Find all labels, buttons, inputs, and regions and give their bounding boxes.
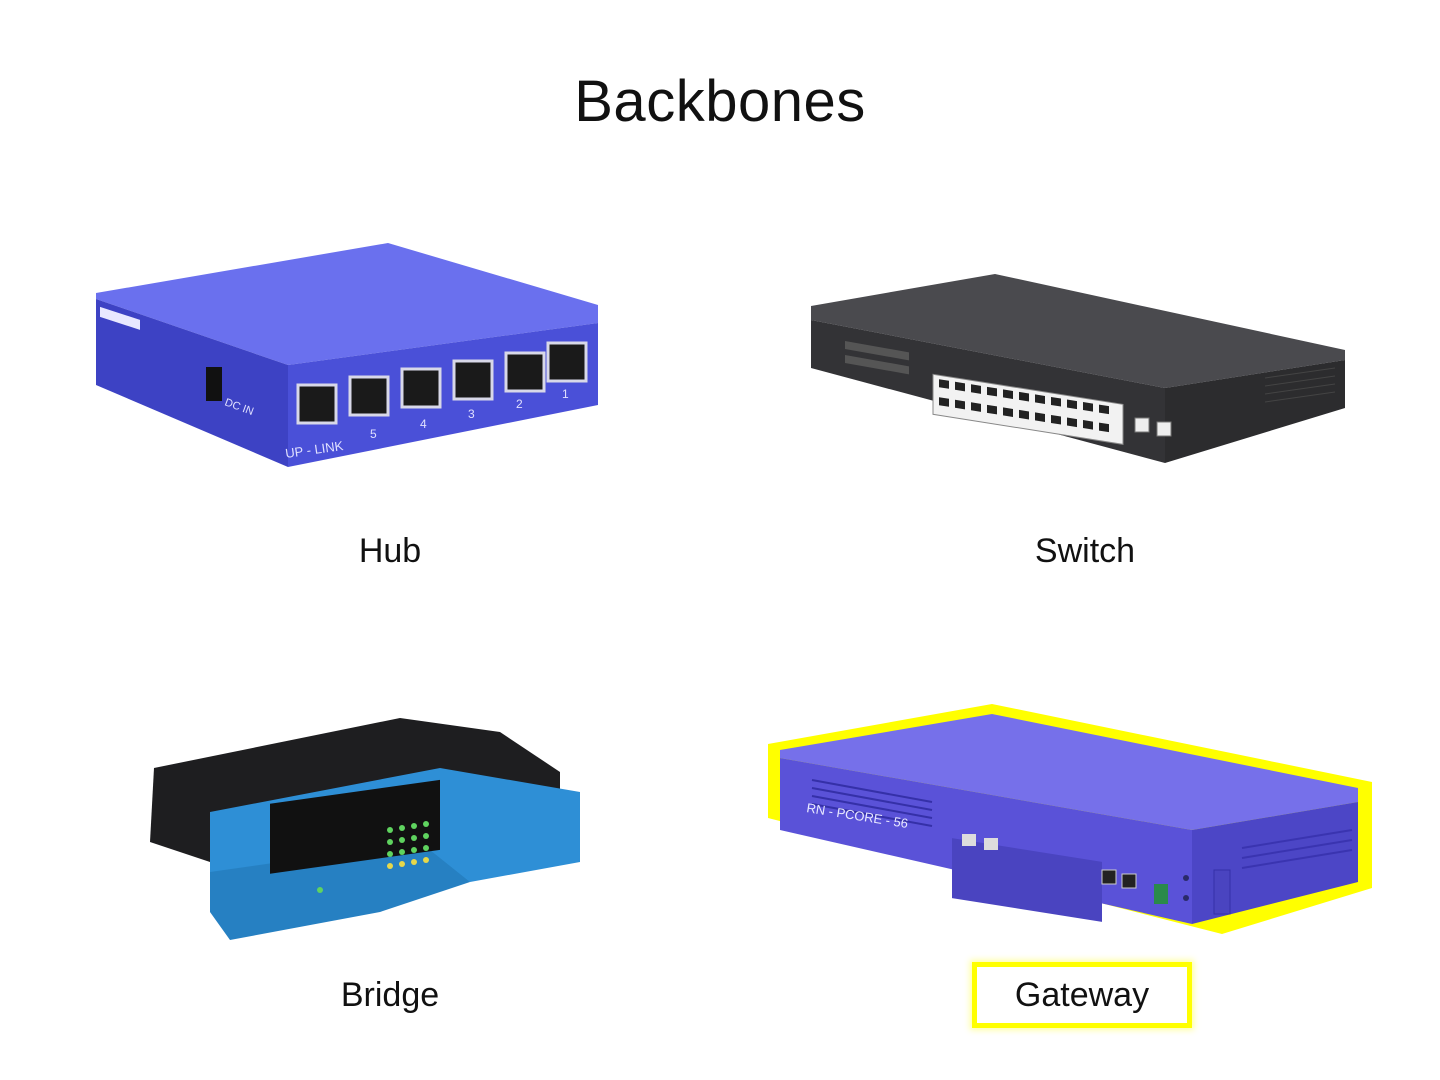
gateway-highlight-frame: RN - PCORE - 56 — [762, 698, 1378, 942]
hub-port-label: 2 — [516, 397, 523, 411]
hub-label: Hub — [358, 532, 422, 570]
gateway-label: Gateway — [972, 962, 1192, 1028]
bridge-label: Bridge — [340, 976, 440, 1014]
slide-title: Backbones — [574, 69, 866, 134]
hub-image: UP - LINK 5 4 3 2 1 DC IN — [96, 243, 598, 467]
switch-label: Switch — [1034, 532, 1136, 570]
switch-image — [811, 274, 1345, 463]
hub-port-label: 3 — [468, 407, 475, 421]
gateway-image: RN - PCORE - 56 — [768, 704, 1372, 934]
hub-port-label: 1 — [562, 387, 569, 401]
hub-port-label: 5 — [370, 427, 377, 441]
bridge-image — [150, 718, 580, 940]
hub-port-label: 4 — [420, 417, 427, 431]
